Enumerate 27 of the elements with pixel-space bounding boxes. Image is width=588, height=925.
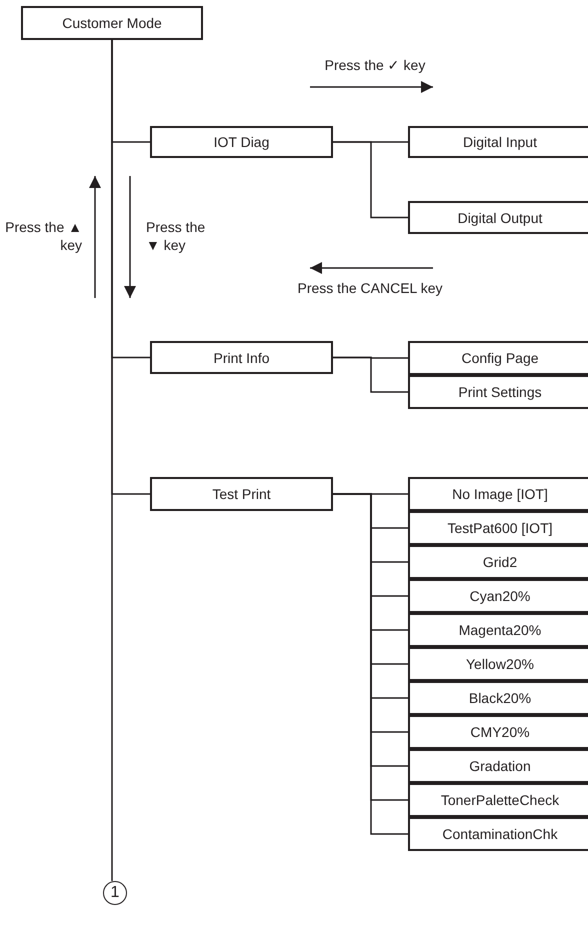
menu-box: Magenta20%	[408, 613, 588, 647]
menu-box: Yellow20%	[408, 647, 588, 681]
menu-box: Customer Mode	[21, 6, 203, 40]
menu-box: Print Info	[150, 341, 333, 374]
continuation-circle: 1	[103, 881, 127, 905]
menu-box: No Image [IOT]	[408, 477, 588, 511]
menu-box: ContaminationChk	[408, 817, 588, 851]
instruction-note: Press the CANCEL key	[296, 279, 444, 297]
menu-box: Test Print	[150, 477, 333, 511]
instruction-note: Press the ✓ key	[324, 56, 426, 74]
instruction-note: Press the ▼ key	[146, 218, 206, 254]
connector-line	[333, 356, 408, 393]
instruction-note: Press the ▲ key	[4, 218, 82, 254]
menu-box: Config Page	[408, 341, 588, 375]
menu-box: Cyan20%	[408, 579, 588, 613]
menu-box: TonerPaletteCheck	[408, 783, 588, 817]
menu-box: Black20%	[408, 681, 588, 715]
menu-box: Digital Output	[408, 201, 588, 234]
connector-line	[111, 40, 113, 881]
menu-box: TestPat600 [IOT]	[408, 511, 588, 545]
menu-box: Digital Input	[408, 126, 588, 158]
menu-box: Print Settings	[408, 375, 588, 409]
menu-box: CMY20%	[408, 715, 588, 749]
connector-line	[333, 141, 408, 218]
menu-box: IOT Diag	[150, 126, 333, 158]
menu-box: Grid2	[408, 545, 588, 579]
menu-box: Gradation	[408, 749, 588, 783]
